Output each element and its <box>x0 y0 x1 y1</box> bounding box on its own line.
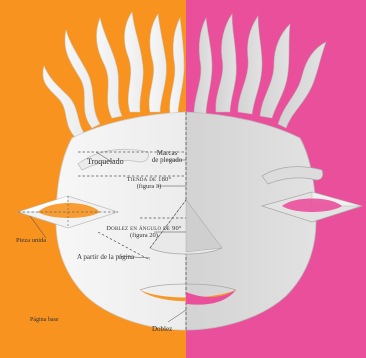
label-figura-3: (figura 3) <box>118 184 180 191</box>
label-figura-20: (figura 20) <box>103 233 185 240</box>
label-pieza-unida: Pieza unida <box>16 238 46 245</box>
label-troquelado: Troquelado <box>87 158 124 166</box>
label-marcas-de-plegado: Marcas de plegado <box>150 150 184 165</box>
label-doblez-angulo: Doblez en ángulo de 90° (figura 20) <box>103 226 185 240</box>
label-pagina-base: Página base <box>30 317 59 323</box>
label-marcas-line2: de plegado <box>150 157 184 164</box>
label-tienda-180: Tienda de 180° (figura 3) <box>118 177 180 191</box>
label-doblez: Doblez <box>152 326 172 333</box>
label-a-partir-de-la-pagina: A partir de la página <box>77 254 134 261</box>
